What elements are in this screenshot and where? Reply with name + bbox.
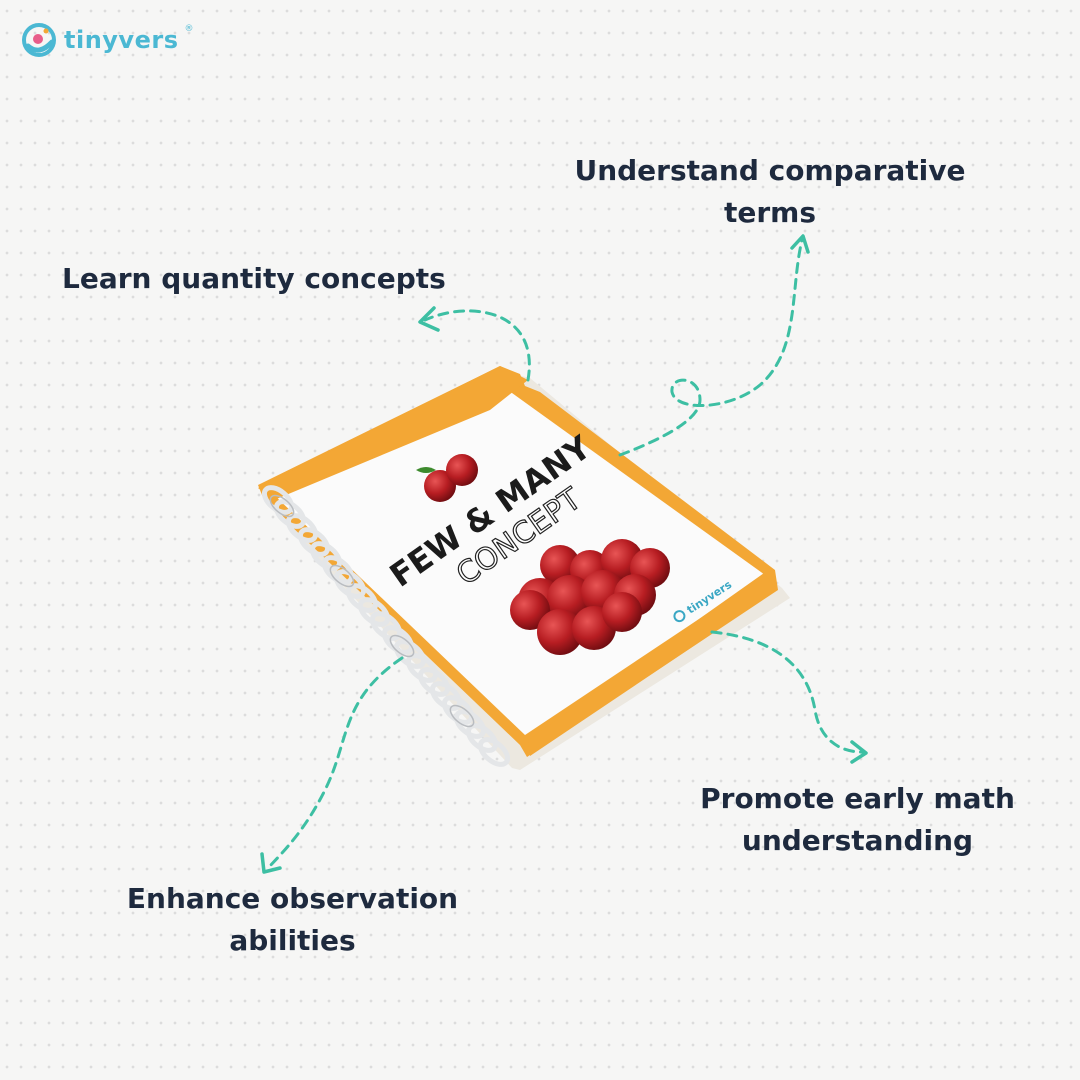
apple-pile-image	[510, 539, 670, 655]
arrowhead-comparative-icon	[790, 234, 810, 254]
callout-comparative-line2: terms	[723, 196, 817, 229]
arrowhead-math-icon	[850, 740, 868, 764]
cover-bottom-strip	[528, 573, 777, 756]
spiral-shadow	[269, 494, 475, 728]
arrowhead-observation-icon	[260, 852, 282, 874]
brand-logo[interactable]: tinyvers ®	[20, 22, 193, 58]
apple-pair-image	[416, 454, 478, 502]
book-front-cover	[272, 388, 765, 735]
registered-mark: ®	[184, 24, 194, 34]
brand-name: tinyvers	[64, 26, 179, 54]
arrow-to-comparative	[618, 238, 804, 457]
callout-observation-line1: Enhance observation	[126, 882, 459, 915]
arrowhead-quantity-icon	[418, 306, 440, 332]
tinyvers-logo-icon	[22, 23, 56, 57]
callout-quantity-text: Learn quantity concepts	[62, 262, 446, 295]
arrow-to-quantity	[423, 309, 531, 382]
callout-math-line2: understanding	[741, 824, 974, 857]
arrow-to-math	[710, 630, 864, 754]
arrow-to-observation	[266, 656, 404, 870]
callout-quantity-concepts: Learn quantity concepts	[62, 258, 446, 300]
callout-comparative-line1: Understand comparative	[574, 154, 966, 187]
callout-comparative-terms: Understand comparative terms	[570, 150, 970, 234]
cover-top-strip	[258, 366, 528, 500]
callout-observation: Enhance observation abilities	[125, 878, 460, 962]
callout-math-line1: Promote early math	[700, 782, 1015, 815]
callout-observation-line2: abilities	[229, 924, 356, 957]
callout-early-math: Promote early math understanding	[695, 778, 1020, 862]
